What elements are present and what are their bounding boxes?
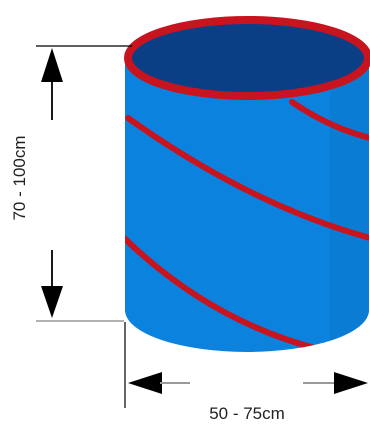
- bin-opening: [128, 20, 368, 96]
- height-dimension-label: 70 - 100cm: [10, 135, 29, 221]
- spiral-wire-1: [125, 115, 369, 241]
- width-arrow-left-icon: [128, 372, 162, 394]
- width-dimension-label: 50 - 75cm: [209, 404, 285, 423]
- bin-rim: [124, 16, 370, 100]
- bin-body-shade: [330, 58, 369, 352]
- bin-body: [125, 58, 369, 352]
- spiral-wire-3: [289, 99, 369, 141]
- height-arrow-up-icon: [41, 48, 63, 82]
- height-arrow-down-icon: [41, 286, 63, 318]
- width-arrow-right-icon: [334, 372, 368, 394]
- spiral-wire-2: [125, 233, 325, 352]
